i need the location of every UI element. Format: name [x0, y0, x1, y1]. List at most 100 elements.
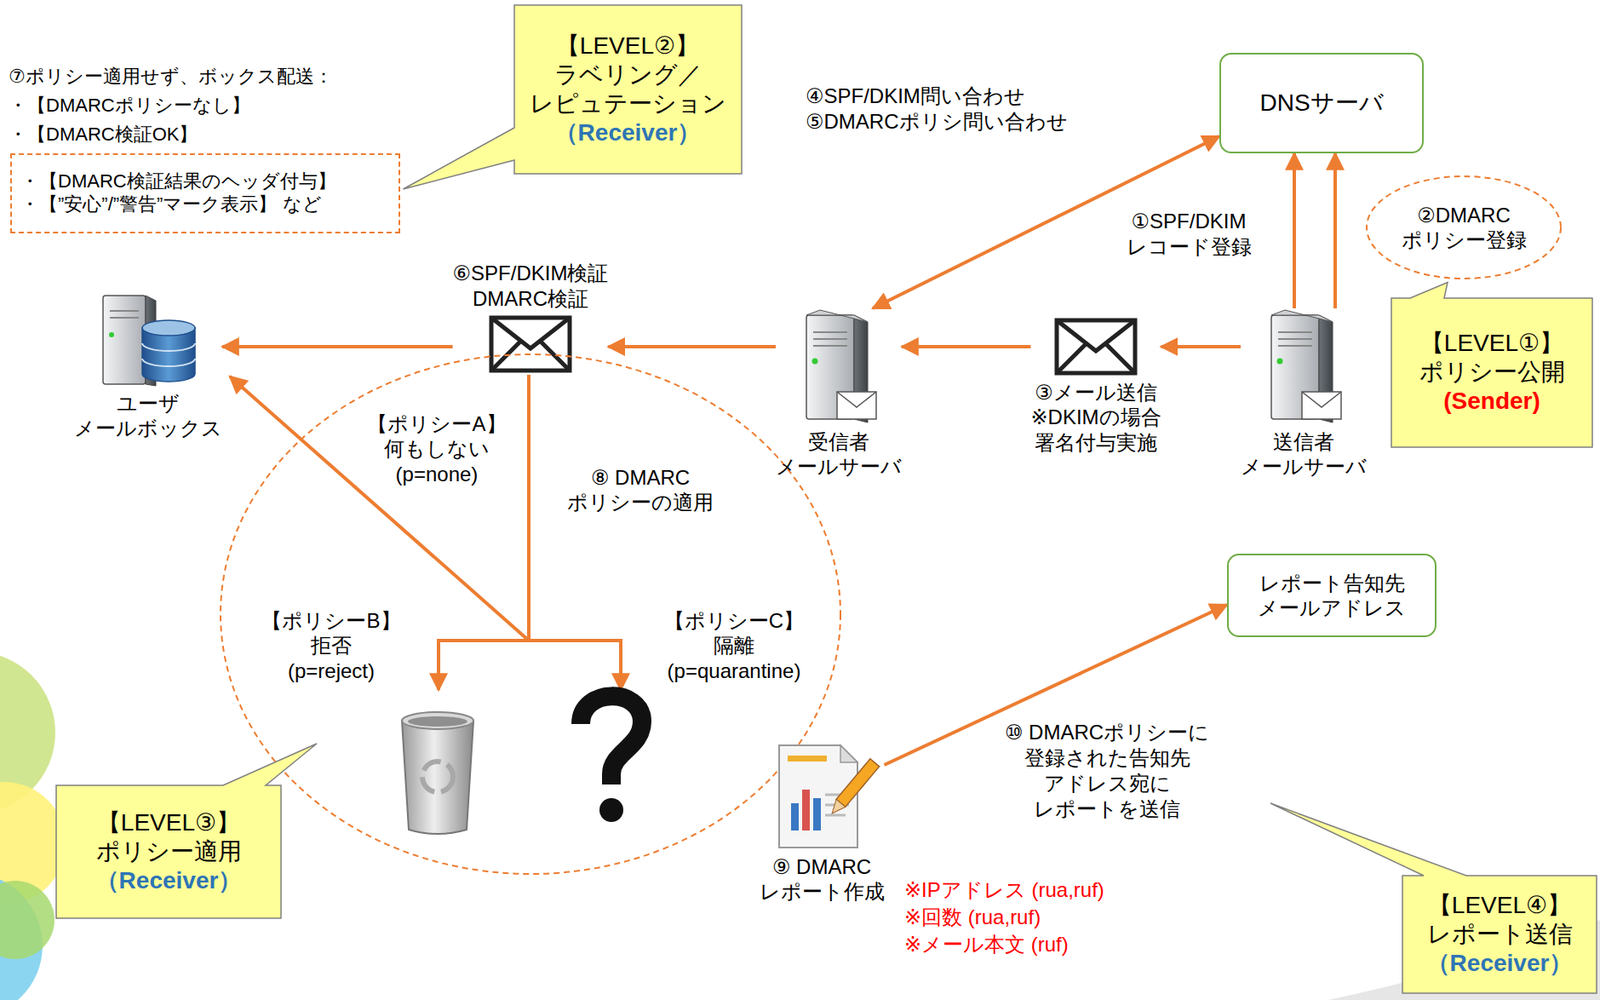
text-line: 【ポリシーA】 [367, 411, 506, 436]
circle-box: 【ポリシーA】 何もしない (p=none)⑧ DMARC ポリシーの適用【ポリ… [218, 352, 843, 876]
text-line: 隔離 [664, 632, 804, 658]
arrow-connector [884, 604, 1228, 765]
callout-outline [56, 743, 317, 918]
art-part [580, 695, 643, 785]
decor-blobs [0, 651, 1600, 1000]
icon-part [827, 798, 846, 817]
icon-part [1278, 331, 1313, 333]
node-text: ③メール送信 ※DKIMの場合 署名付与実施 [1030, 379, 1161, 455]
icon-part [813, 338, 848, 340]
text-line: メールサーバ [1240, 453, 1367, 479]
node-text: 【LEVEL④】 レポート送信 [1427, 890, 1573, 949]
icon-part [813, 331, 848, 333]
icon-part [806, 309, 868, 322]
callout-box: 【LEVEL④】 レポート送信（Receiver） [1402, 875, 1597, 993]
ellipse-outline [1366, 176, 1561, 279]
env-icon [1053, 316, 1139, 377]
art-part [619, 640, 623, 690]
text-line: ・【DMARCポリシーなし】 [8, 93, 251, 118]
note-text: ※回数 (rua,ruf) [904, 904, 1041, 930]
text-line: アドレス宛に [1004, 770, 1210, 797]
text-line: レピュテーション [529, 89, 727, 119]
text-line: DMARC検証 [453, 286, 609, 311]
note-text: ⑦ポリシー適用せず、ボックス配送： [8, 64, 333, 89]
rep-icon [772, 741, 872, 851]
text-line: ③メール送信 [1030, 379, 1161, 405]
note-text: ・【DMARC検証OK】 [8, 122, 198, 147]
text-line: 【ポリシーB】 [261, 607, 401, 633]
callout-outline [1391, 281, 1593, 448]
text-line: 送信者 [1240, 429, 1367, 454]
icon-part [142, 320, 195, 336]
art-part [401, 711, 474, 729]
text-line: レポートを送信 [1004, 796, 1210, 822]
text-line: ⑤DMARCポリシ問い合わせ [805, 108, 1068, 135]
text-line: ⑥SPF/DKIM検証 [453, 260, 609, 286]
text-line: DNSサーバ [1259, 88, 1383, 118]
icon-part [1278, 338, 1313, 340]
ellipse-box: ②DMARC ポリシー登録 [1364, 174, 1563, 281]
icon-part [109, 309, 139, 312]
callout-box: 【LEVEL②】 ラベリング／ レピュテーション（Receiver） [514, 5, 742, 174]
node-text: ユーザ メールボックス [74, 390, 223, 442]
icon-part [109, 316, 139, 319]
text-line: ⑦ポリシー適用せず、ボックス配送： [8, 64, 333, 89]
edge-label: ⑩ DMARCポリシーに 登録された告知先 アドレス宛に レポートを送信 [1004, 719, 1210, 822]
text-line: （Receiver） [554, 118, 702, 148]
icon-part [1056, 320, 1136, 373]
icon-node: 送信者 メールサーバ [1240, 308, 1367, 480]
text-line: ユーザ [74, 390, 223, 416]
srv-icon [1262, 308, 1345, 426]
icon-part [491, 317, 570, 349]
icon-part [837, 391, 877, 408]
text-line: (p=quarantine) [664, 658, 804, 683]
node-text: 【ポリシーC】 隔離 (p=quarantine) [664, 607, 804, 683]
icon-part [812, 358, 819, 365]
role-text: (Sender) [1443, 386, 1541, 416]
callout-box: 【LEVEL①】 ポリシー公開(Sender) [1391, 298, 1593, 448]
icon-part [791, 802, 799, 831]
callout-shape [514, 5, 742, 174]
icon-part [108, 332, 115, 338]
art-part [407, 716, 468, 727]
arrow-connector [222, 344, 454, 349]
node-text: 送信者 メールサーバ [1240, 429, 1367, 480]
icon-part [103, 295, 146, 385]
text-line: 何もしない [367, 435, 506, 461]
text-line: ②DMARC [1401, 202, 1527, 228]
text-line: ※メール本文 (ruf) [904, 931, 1069, 958]
art-part [436, 640, 441, 690]
text-line: ①SPF/DKIM [1126, 208, 1252, 235]
node-text: 【LEVEL③】 ポリシー適用 [96, 808, 242, 866]
node-text: DNSサーバ [1259, 88, 1383, 118]
node-text: ⑥SPF/DKIM検証 DMARC検証 [453, 260, 609, 311]
text-line: ⑩ DMARCポリシーに [1004, 719, 1210, 746]
text-line: 【LEVEL④】 [1427, 890, 1573, 920]
icon-part [837, 391, 877, 419]
node-text: ・【DMARC検証結果のヘッダ付与】 [20, 170, 337, 194]
art-part [527, 374, 531, 641]
icon-part [840, 745, 858, 763]
icon-part [491, 317, 570, 371]
text-line: ⑧ DMARC [567, 464, 714, 490]
node-text: 【ポリシーA】 何もしない (p=none) [367, 411, 506, 487]
text-line: ・【DMARC検証結果のヘッダ付与】 [20, 170, 337, 194]
arrow-connector [1333, 153, 1337, 309]
node-text: 【ポリシーB】 拒否 (p=reject) [261, 607, 401, 683]
callout-box: 【LEVEL③】 ポリシー適用（Receiver） [56, 785, 282, 918]
text-line: （Receiver） [1426, 948, 1574, 978]
icon-part [802, 789, 810, 831]
policy-branches [229, 374, 623, 690]
text-line: ラベリング／ [529, 60, 727, 90]
icon-part [1277, 358, 1284, 365]
node-text: ⑨ DMARC レポート作成 [759, 854, 885, 905]
icon-part [813, 344, 848, 347]
icon-part [1301, 391, 1342, 419]
icon-part [813, 797, 821, 831]
text-line: ④SPF/DKIM問い合わせ [805, 83, 1068, 109]
round-box: DNSサーバ [1219, 52, 1424, 154]
text-line: ⑨ DMARC [759, 854, 885, 879]
icon-node: ③メール送信 ※DKIMの場合 署名付与実施 [1030, 316, 1161, 455]
ellipse-outline [220, 354, 841, 874]
callout-outline [1270, 802, 1597, 993]
